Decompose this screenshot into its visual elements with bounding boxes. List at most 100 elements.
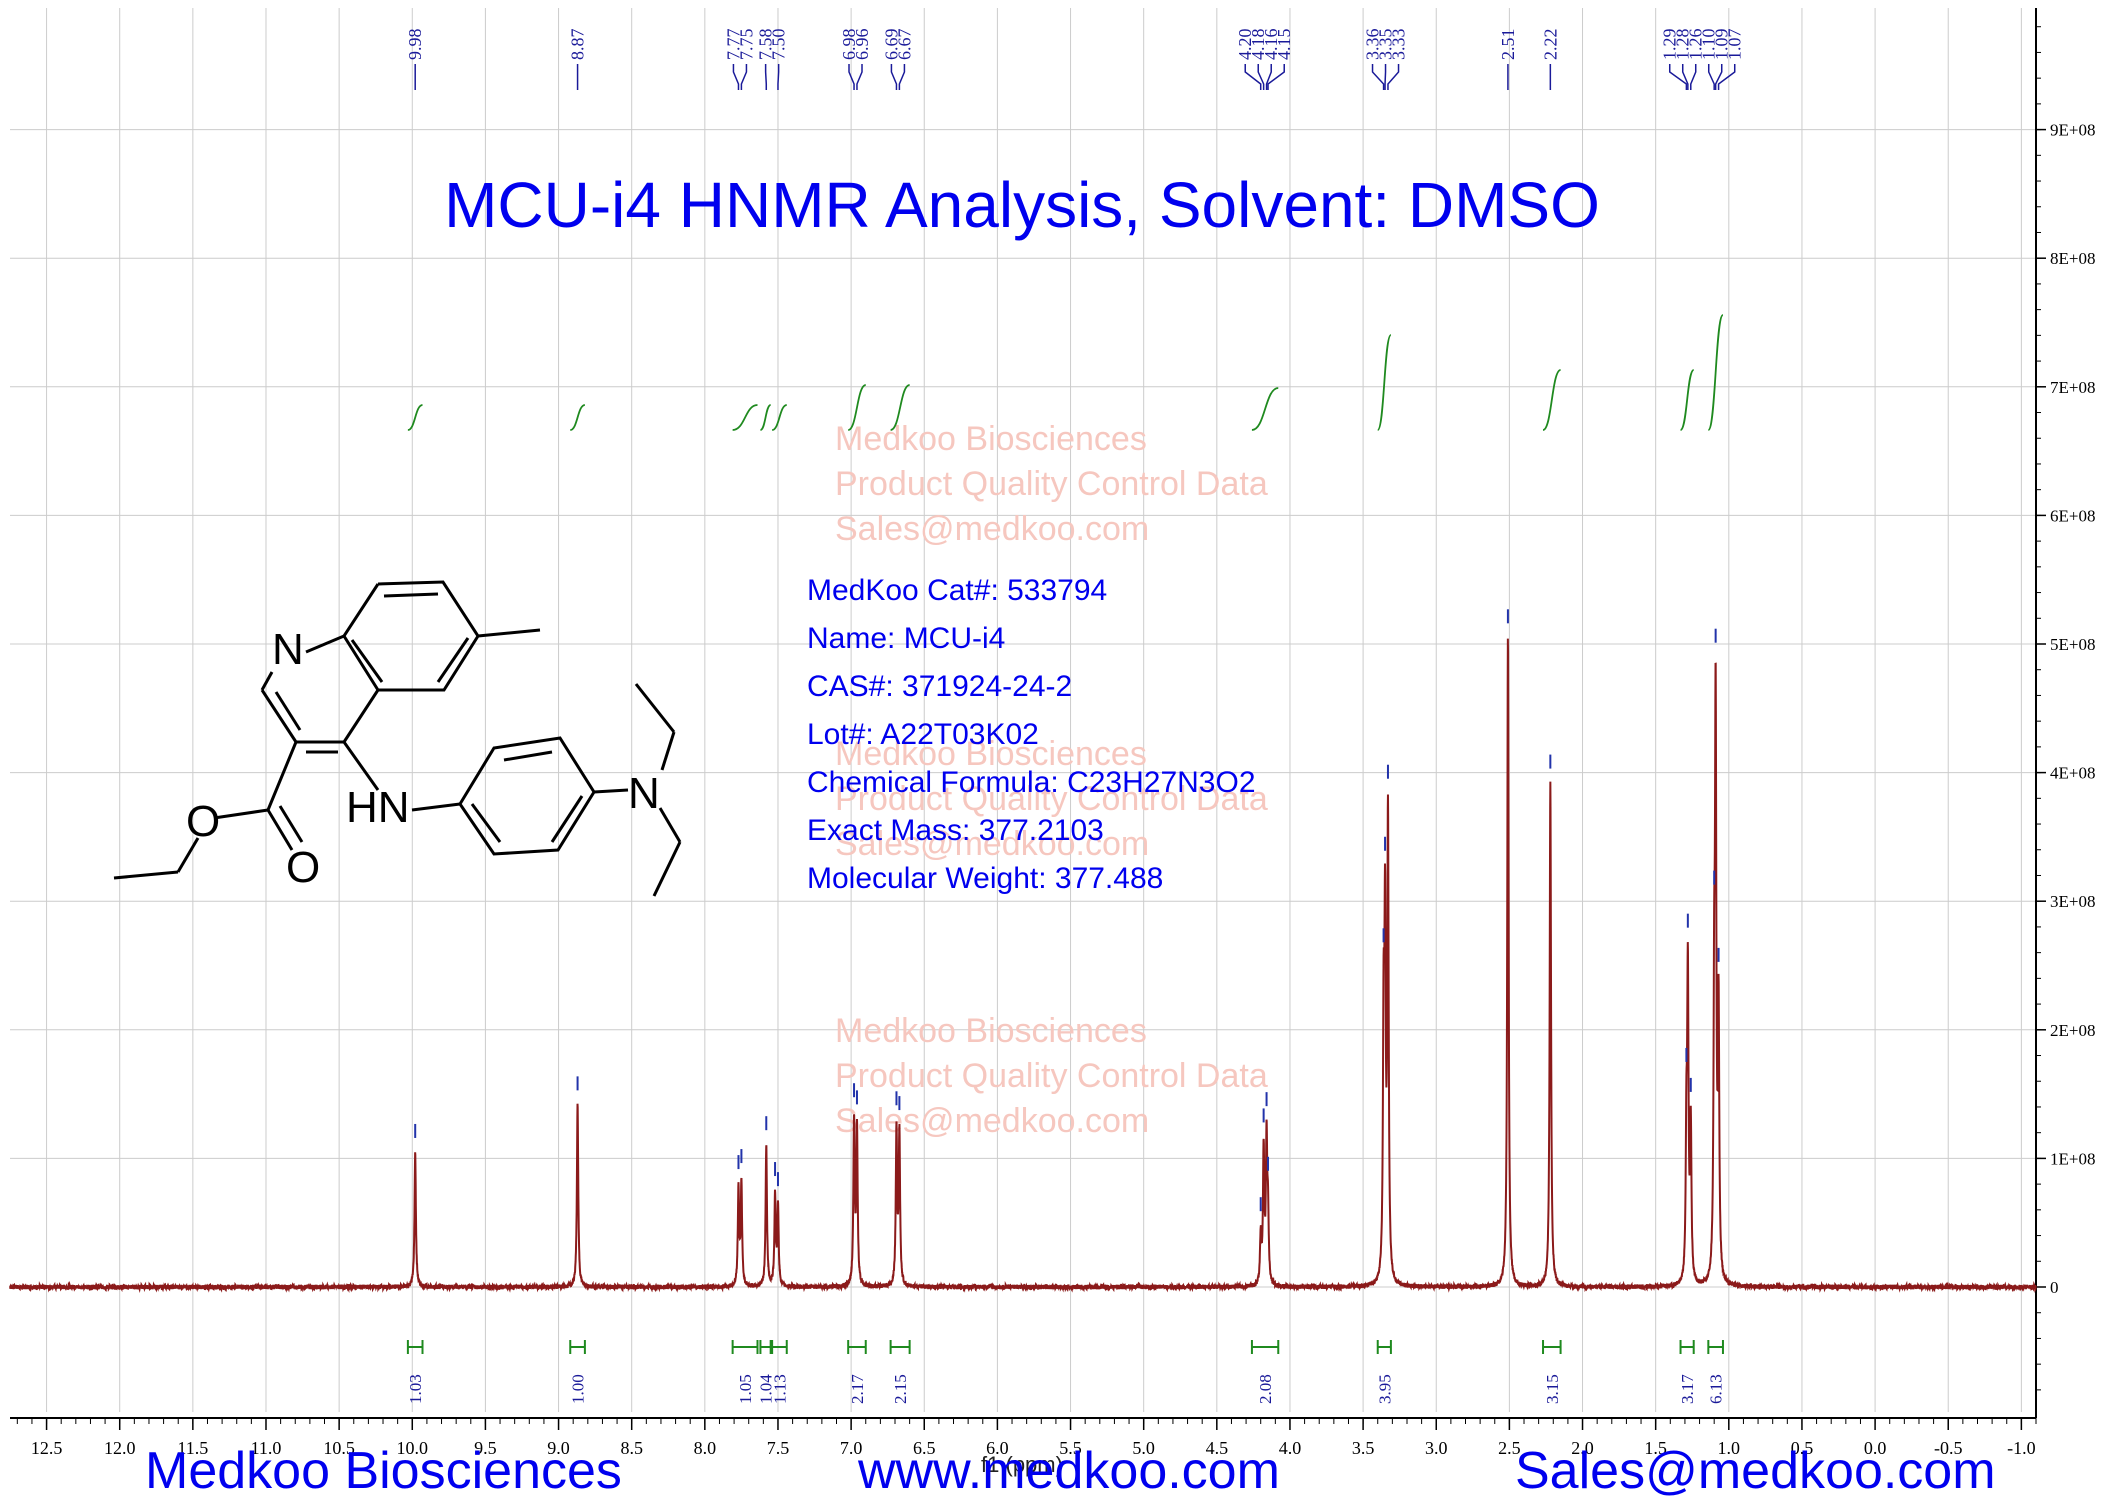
watermark-block-3: Medkoo Biosciences Product Quality Contr…: [835, 1012, 1268, 1140]
peak-label: 4.18: [1248, 29, 1268, 61]
peak-label: 1.10: [1699, 29, 1719, 61]
watermark-block-2: Medkoo Biosciences Product Quality Contr…: [835, 735, 1268, 863]
x-tick-label: 1.0: [1718, 1438, 1741, 1458]
x-tick-label: 9.5: [474, 1438, 497, 1458]
x-tick-label: 8.5: [620, 1438, 643, 1458]
footer-website: www.medkoo.com: [857, 1442, 1280, 1496]
x-tick-label: 12.5: [31, 1438, 63, 1458]
x-tick-label: 10.0: [397, 1438, 429, 1458]
peak-leader: [1244, 64, 1262, 90]
x-tick-label: -0.5: [1934, 1438, 1963, 1458]
peak-label: 4.16: [1261, 29, 1281, 61]
watermark-line: Product Quality Control Data: [835, 465, 1268, 503]
peak-label: 3.36: [1363, 29, 1383, 61]
integral-value: 3.95: [1375, 1374, 1394, 1404]
y-tick-label: 7E+08: [2050, 378, 2095, 397]
info-cat: MedKoo Cat#: 533794: [807, 574, 1107, 607]
peak-label: 9.98: [405, 29, 425, 61]
x-tick-label: 8.0: [694, 1438, 717, 1458]
peak-leader: [856, 64, 863, 90]
x-tick-label: 4.0: [1279, 1438, 1302, 1458]
watermark-line: Medkoo Biosciences: [835, 735, 1147, 773]
integral-value: 3.17: [1678, 1374, 1697, 1404]
y-tick-label: 8E+08: [2050, 249, 2095, 268]
integral-value: 1.13: [770, 1374, 789, 1404]
peak-leader: [1265, 64, 1272, 90]
peak-leader: [1387, 64, 1400, 90]
integral-curve: [847, 384, 867, 431]
watermark-line: Medkoo Biosciences: [835, 1012, 1147, 1050]
x-tick-label: 6.5: [913, 1438, 936, 1458]
integral-value: 6.13: [1707, 1374, 1726, 1404]
chemical-structure: [113, 580, 682, 897]
x-tick-label: 1.5: [1644, 1438, 1667, 1458]
integral-curve: [771, 404, 788, 431]
peak-leader: [732, 64, 740, 90]
integral-curve: [1707, 314, 1724, 431]
peak-leader: [1707, 64, 1715, 90]
integral-curve: [1542, 369, 1562, 431]
integral-value: 1.04: [757, 1374, 776, 1404]
peak-label: 1.09: [1712, 29, 1732, 61]
info-lot: Lot#: A22T03K02: [807, 718, 1039, 751]
x-tick-label: 2.5: [1498, 1438, 1521, 1458]
x-tick-label: 0.0: [1864, 1438, 1887, 1458]
peak-label: 6.96: [852, 29, 872, 61]
peak-label: 7.58: [756, 29, 776, 61]
atom-n-diethylamino: N: [628, 769, 660, 818]
info-exact-mass: Exact Mass: 377.2103: [807, 814, 1104, 847]
x-tick-label: 9.0: [547, 1438, 570, 1458]
peak-leader: [1690, 64, 1697, 90]
y-tick-label: 1E+08: [2050, 1149, 2095, 1168]
x-tick-label: 11.5: [177, 1438, 208, 1458]
integral-curve: [732, 404, 758, 431]
compound-info: MedKoo Cat#: 533794 Name: MCU-i4 CAS#: 3…: [807, 574, 1256, 895]
watermark-block-1: Medkoo Biosciences Product Quality Contr…: [835, 420, 1268, 548]
peak-label: 1.28: [1673, 29, 1693, 61]
x-tick-label: 5.0: [1132, 1438, 1155, 1458]
integral-curves: [407, 314, 1724, 431]
peak-leader: [848, 64, 855, 90]
info-formula: Chemical Formula: C23H27N3O2: [807, 766, 1256, 799]
integral-curve: [1376, 334, 1392, 431]
y-tick-label: 3E+08: [2050, 892, 2095, 911]
peak-label: 4.15: [1274, 29, 1294, 61]
peak-label: 6.69: [881, 29, 901, 61]
peak-label: 6.98: [839, 29, 859, 61]
peak-label: 7.77: [723, 29, 743, 61]
peak-label: 1.26: [1686, 29, 1706, 61]
y-tick-label: 6E+08: [2050, 506, 2095, 525]
peak-leader: [1371, 64, 1385, 90]
atom-nh: HN: [346, 783, 410, 832]
info-cas: CAS#: 371924-24-2: [807, 670, 1072, 703]
x-tick-label: -1.0: [2007, 1438, 2036, 1458]
integral-curve: [407, 404, 423, 431]
integral-value: 1.00: [569, 1374, 588, 1404]
peak-leader: [1681, 64, 1689, 90]
peak-label: 4.20: [1235, 29, 1255, 61]
integral-value: 2.08: [1256, 1374, 1275, 1404]
footer-company: Medkoo Biosciences: [145, 1442, 622, 1496]
integral-value: 3.15: [1543, 1374, 1562, 1404]
peak-label: 8.87: [568, 29, 588, 61]
integral-value: 1.05: [736, 1374, 755, 1404]
integral-curve: [1679, 369, 1695, 431]
integral-curve: [759, 404, 772, 431]
x-tick-label: 7.5: [767, 1438, 790, 1458]
spectrum-line: [9, 638, 2037, 1294]
x-tick-label: 7.0: [840, 1438, 863, 1458]
info-molecular-weight: Molecular Weight: 377.488: [807, 862, 1163, 895]
peak-label: 7.50: [769, 29, 789, 61]
footer-email: Sales@medkoo.com: [1515, 1442, 1996, 1496]
peak-leader: [1717, 64, 1736, 90]
atom-o-ester: O: [186, 797, 220, 846]
x-tick-label: 12.0: [104, 1438, 136, 1458]
y-tick-label: 5E+08: [2050, 635, 2095, 654]
integral-curve: [1251, 387, 1279, 431]
x-tick-label: 3.5: [1352, 1438, 1375, 1458]
x-tick-label: 2.0: [1571, 1438, 1594, 1458]
